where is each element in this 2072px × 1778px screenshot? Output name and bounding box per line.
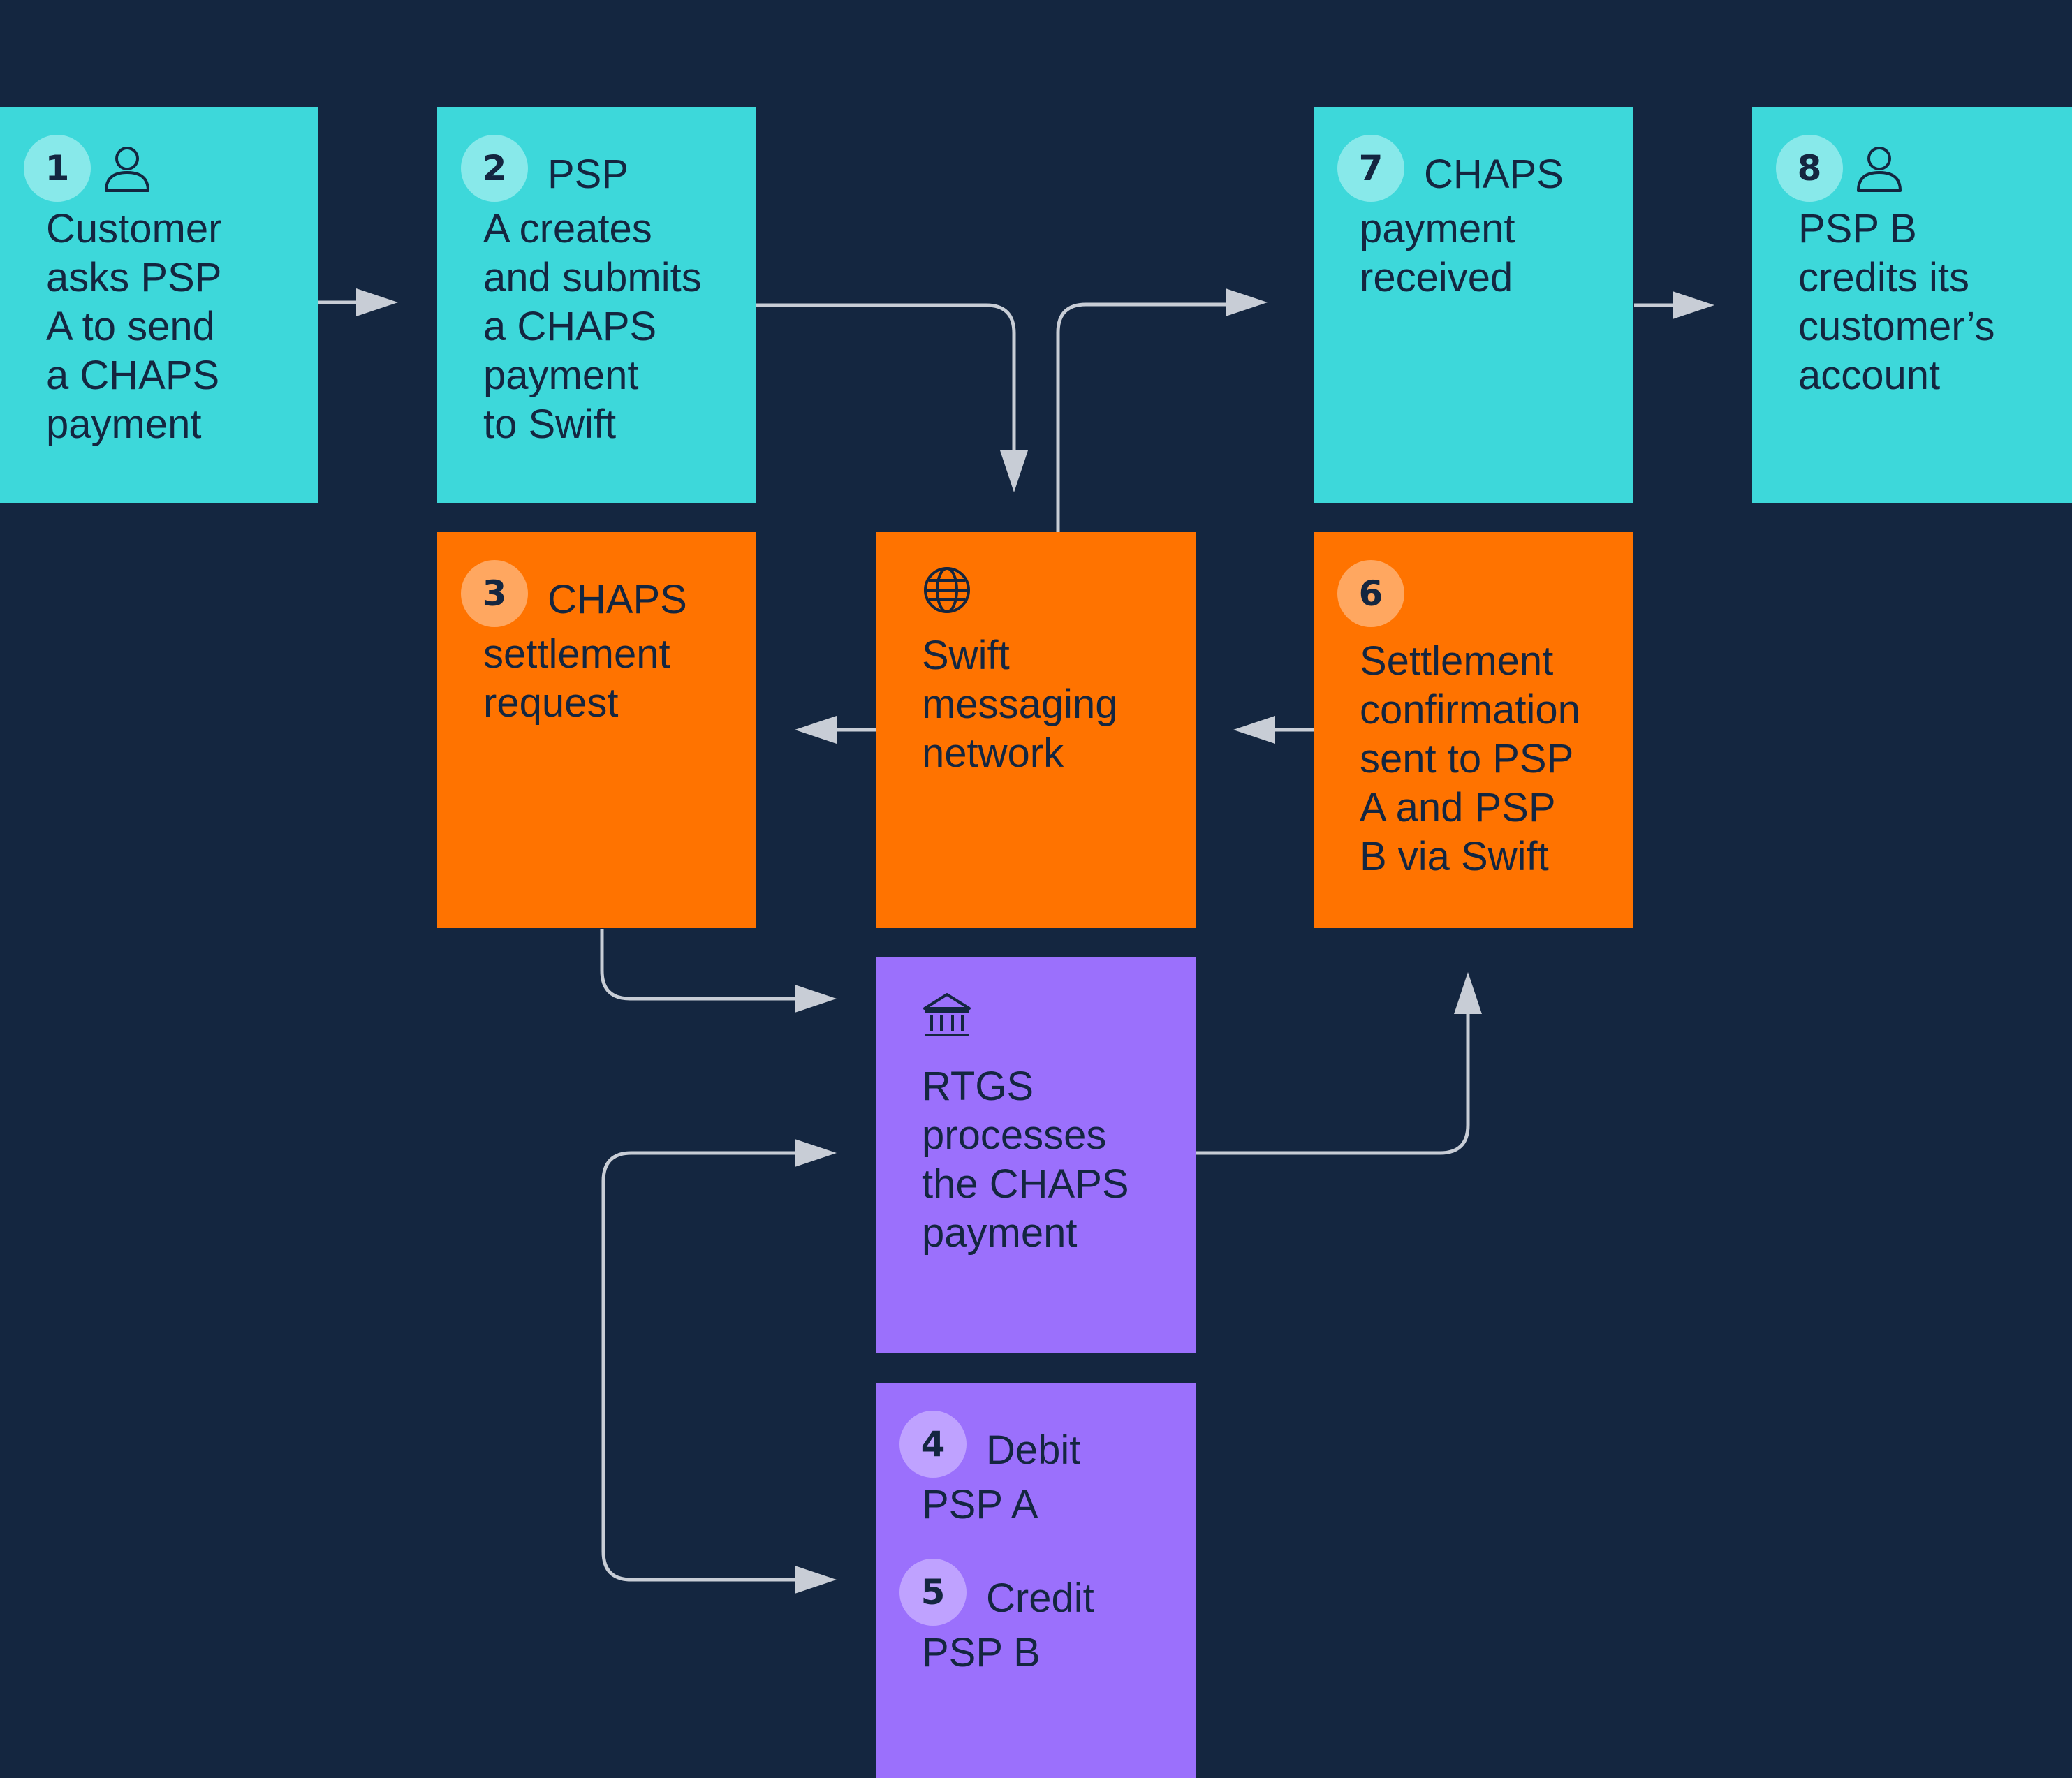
person-icon	[102, 143, 152, 193]
swift-network-text: Swift messaging network	[922, 633, 1118, 776]
step-number-badge: 4	[899, 1411, 967, 1478]
step-4-item: 4 Debit PSP A	[899, 1409, 1196, 1529]
rtgs-box: RTGS processes the CHAPS payment	[876, 957, 1196, 1353]
step-7-title: CHAPS	[1424, 152, 1564, 197]
swift-network-box: Swift messaging network	[876, 532, 1196, 928]
globe-icon	[922, 559, 1196, 622]
arrowhead-2-to-swift	[1000, 450, 1028, 492]
step-2-header: 2 PSP	[461, 133, 756, 203]
arrow-swift-to-7	[1056, 302, 1229, 532]
step-3-header: 3 CHAPS	[461, 559, 756, 629]
arrowhead-6-to-swift	[1233, 716, 1275, 744]
step-5-header: 5 Credit	[899, 1557, 1196, 1627]
arrowhead-3-to-rtgs	[795, 985, 837, 1013]
step-8-text: PSP B credits its customer’s account	[1798, 206, 1995, 398]
step-7-text: payment received	[1360, 206, 1515, 300]
step-number-badge: 6	[1337, 560, 1404, 627]
step-7-box: 7 CHAPS payment received	[1314, 107, 1633, 503]
arrow-3-to-rtgs	[600, 929, 800, 1001]
step-number-badge: 2	[461, 135, 528, 202]
step-8-box: 8 PSP B credits its customer’s account	[1752, 107, 2072, 503]
step-4-header: 4 Debit	[899, 1409, 1196, 1479]
step-number-badge: 7	[1337, 135, 1404, 202]
step-7-header: 7 CHAPS	[1337, 133, 1633, 203]
step-number-badge: 5	[899, 1559, 967, 1626]
step-number-badge: 8	[1776, 135, 1843, 202]
step-2-box: 2 PSP A creates and submits a CHAPS paym…	[437, 107, 756, 503]
arrowhead-bracket-top	[795, 1139, 837, 1167]
step-2-text: A creates and submits a CHAPS payment to…	[483, 206, 702, 447]
step-1-box: 1 Customer asks PSP A to send a CHAPS pa…	[0, 107, 318, 503]
step-8-header: 8	[1776, 133, 2072, 203]
step-3-box: 3 CHAPS settlement request	[437, 532, 756, 928]
step-1-text: Customer asks PSP A to send a CHAPS paym…	[46, 206, 222, 447]
step-4-title: Debit	[986, 1427, 1081, 1473]
step-3-text: settlement request	[483, 631, 670, 726]
rtgs-text: RTGS processes the CHAPS payment	[922, 1064, 1129, 1256]
arrow-bracket-rtgs-debit-credit	[601, 1151, 800, 1582]
step-6-box: 6 Settlement confirmation sent to PSP A …	[1314, 532, 1633, 928]
bank-icon	[922, 984, 1196, 1047]
step-2-title: PSP	[548, 152, 629, 197]
person-icon	[1854, 143, 1904, 193]
step-number-badge: 3	[461, 560, 528, 627]
step-number-badge: 1	[24, 135, 91, 202]
step-5-text: PSP B	[922, 1630, 1041, 1675]
arrowhead-swift-to-3	[795, 716, 837, 744]
arrowhead-swift-to-7	[1226, 288, 1268, 316]
arrow-2-to-swift	[756, 303, 1016, 454]
step-3-title: CHAPS	[548, 577, 687, 622]
debit-credit-box: 4 Debit PSP A 5 Credit PSP B	[876, 1383, 1196, 1778]
step-5-title: Credit	[986, 1575, 1094, 1621]
arrowhead-rtgs-to-6	[1454, 972, 1482, 1014]
step-6-header: 6	[1337, 559, 1633, 629]
step-5-item: 5 Credit PSP B	[899, 1557, 1196, 1677]
arrowhead-1-to-2	[356, 288, 398, 316]
arrowhead-7-to-8	[1673, 291, 1714, 319]
step-4-text: PSP A	[922, 1482, 1038, 1527]
step-1-header: 1	[24, 133, 318, 203]
step-6-text: Settlement confirmation sent to PSP A an…	[1360, 638, 1580, 879]
arrowhead-bracket-bottom	[795, 1566, 837, 1594]
arrow-rtgs-to-6	[1196, 1011, 1470, 1155]
